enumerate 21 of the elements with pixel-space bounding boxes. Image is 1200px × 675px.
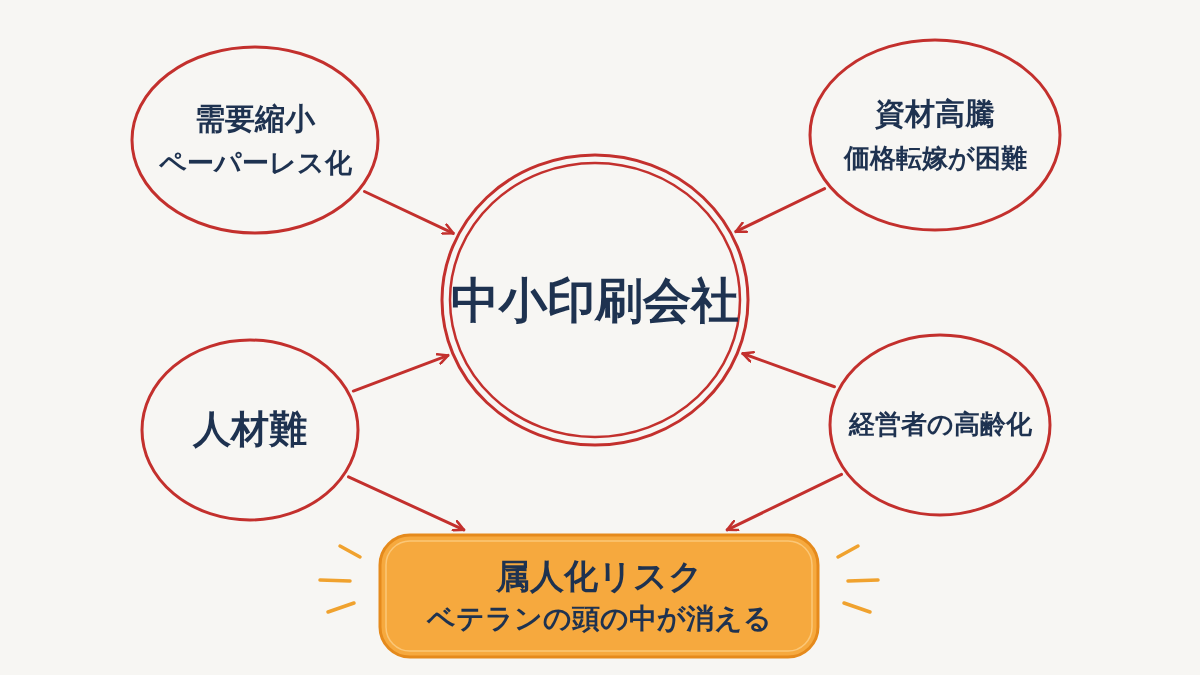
node-title: 需要縮小 — [195, 99, 315, 138]
node-title: 中小印刷会社 — [451, 270, 739, 330]
problem-circle — [828, 333, 1052, 517]
arrow — [347, 475, 466, 532]
problem-circle — [140, 338, 360, 522]
node-title: 人材難 — [193, 406, 307, 454]
node-title: 経営者の高齢化 — [848, 408, 1032, 442]
arrow — [351, 352, 450, 393]
node-subtitle: ベテランの頭の中が消える — [426, 601, 772, 638]
node-title: 属人化リスク — [495, 555, 703, 599]
node-subtitle: ペーパーレス化 — [158, 146, 352, 181]
arrow — [362, 190, 455, 235]
arrow — [725, 472, 844, 532]
problem-circle — [808, 38, 1062, 232]
node-title: 資材高騰 — [875, 95, 995, 134]
problem-circle — [130, 45, 380, 235]
arrow — [741, 350, 836, 389]
highlight-box — [378, 533, 820, 659]
double-circle — [440, 153, 750, 447]
node-subtitle: 価格転嫁が困難 — [843, 141, 1027, 175]
arrow — [734, 187, 827, 234]
